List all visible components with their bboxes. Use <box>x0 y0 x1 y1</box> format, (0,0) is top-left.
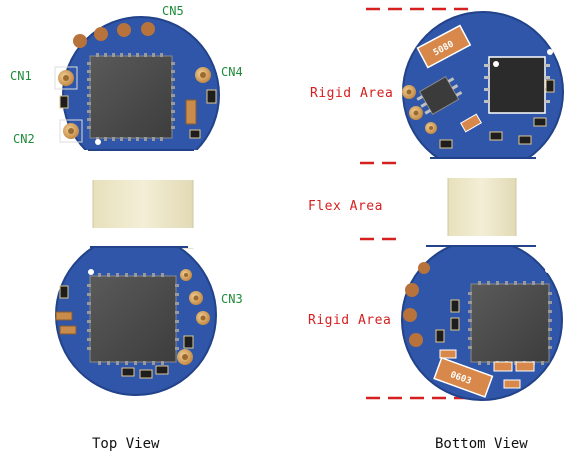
part-5080: 5080 <box>416 24 472 69</box>
bottom-upper-resistor-2 <box>533 117 547 127</box>
top-lower-ic <box>87 273 179 365</box>
top-lower-via <box>88 269 94 275</box>
bottom-lower-via <box>545 267 551 273</box>
bottom-lower-resistor-1 <box>450 299 460 313</box>
top-view-assembly: CN5 CN1 CN2 CN4 CN3 Top View <box>10 4 243 452</box>
cn2-pad <box>59 119 83 143</box>
rigid-area-label-bottom: Rigid Area <box>308 313 391 328</box>
bottom-lower-pads <box>403 262 430 347</box>
top-lower-resistor-1 <box>59 285 69 299</box>
top-upper-via <box>95 139 101 145</box>
top-view-caption: Top View <box>92 436 160 452</box>
top-lower-resistor-2 <box>183 335 194 349</box>
bottom-upper-resistor-5 <box>439 139 453 149</box>
rigid-area-label-top: Rigid Area <box>310 86 393 101</box>
top-lower-resistor-4 <box>139 369 153 379</box>
top-lower-resistor-5 <box>155 365 169 375</box>
cn4-label: CN4 <box>221 65 243 79</box>
bottom-upper-via <box>547 49 553 55</box>
bottom-lower-resistor-3 <box>435 329 445 343</box>
cn1-label: CN1 <box>10 69 32 83</box>
cn5-pad-3 <box>117 23 131 37</box>
bottom-upper-resistor-4 <box>518 135 532 145</box>
top-lower-cap-1 <box>55 311 73 321</box>
cn3-label: CN3 <box>221 292 243 306</box>
top-upper-resistor-1 <box>59 95 69 109</box>
bottom-view-assembly: 5080 <box>308 7 570 452</box>
top-upper-resistor-3 <box>189 129 201 139</box>
top-upper-ic <box>87 53 175 141</box>
top-upper-resistor-2 <box>206 89 217 104</box>
bottom-upper-sot <box>416 76 463 115</box>
cn1-pad <box>54 66 78 90</box>
cn2-label: CN2 <box>13 132 35 146</box>
bottom-upper-pads <box>402 85 437 134</box>
top-view-lower-board <box>50 228 225 396</box>
cn5-pad-2 <box>94 27 108 41</box>
bottom-view-caption: Bottom View <box>435 436 528 452</box>
bottom-upper-soic <box>484 56 550 114</box>
bottom-lower-cap-2 <box>493 361 513 372</box>
bottom-lower-cap-3 <box>515 361 535 372</box>
bottom-lower-resistor-2 <box>450 317 460 331</box>
bottom-lower-cap-1 <box>439 349 457 359</box>
bottom-upper-cap <box>460 113 482 133</box>
cn5-pad-1 <box>73 34 87 48</box>
cn3-pads <box>177 269 210 365</box>
bottom-lower-cap-4 <box>503 379 521 389</box>
top-view-upper-board <box>54 16 227 180</box>
top-lower-resistor-3 <box>121 367 135 377</box>
top-upper-cap-1 <box>185 99 197 125</box>
bottom-view-lower-board: 0603 <box>400 236 570 401</box>
top-lower-cap-2 <box>59 325 77 335</box>
cn4-pad <box>195 67 211 83</box>
bottom-upper-resistor-1 <box>545 79 555 93</box>
part-0603: 0603 <box>433 356 494 398</box>
flex-area-label: Flex Area <box>308 199 383 214</box>
cn5-pad-4 <box>141 22 155 36</box>
bottom-upper-resistor-3 <box>489 131 503 141</box>
bottom-lower-ic <box>468 281 552 365</box>
bottom-view-upper-board: 5080 <box>400 11 570 178</box>
cn5-label: CN5 <box>162 4 184 18</box>
